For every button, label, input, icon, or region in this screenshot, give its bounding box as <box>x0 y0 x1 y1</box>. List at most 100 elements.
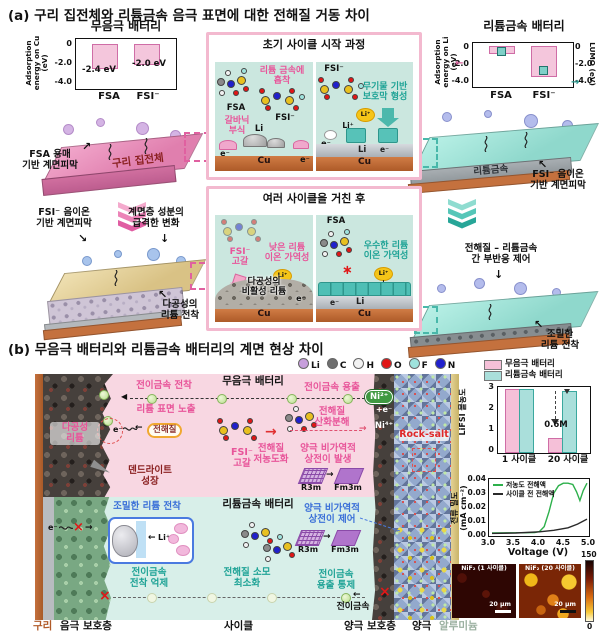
tm-ion <box>287 394 297 404</box>
galvanic-corrosion-label: 갈바닉 부식 <box>224 116 250 137</box>
inset-li-strip <box>136 521 146 558</box>
tm-ion <box>217 394 227 404</box>
cycle-axis-label: 사이클 <box>224 620 253 632</box>
r3m-label: R3m <box>297 545 319 554</box>
ion-bubble <box>114 250 122 258</box>
scalebar <box>495 610 511 613</box>
n-atom-icon <box>434 358 446 369</box>
sei-block <box>378 128 398 143</box>
y-tick: 1 <box>488 424 494 433</box>
x-tick: 4.0 <box>530 538 546 547</box>
blocked-cross-icon: × <box>99 588 111 604</box>
li-metal-swatch <box>484 370 502 381</box>
chart-title: 리튬금속 배터리 <box>483 19 565 33</box>
inorganic-sei-label: 무기물 기반 보호막 형성 <box>362 82 408 103</box>
atom-legend: Li C H O F N <box>298 358 455 371</box>
li-ion-label: Li⁺ <box>342 121 354 130</box>
corrosion-pit <box>293 140 309 149</box>
anode-free-header: 무음극 배터리 <box>222 375 284 387</box>
y-tick: -4.0 <box>451 76 470 85</box>
cu-label: Cu <box>357 309 371 319</box>
nif2-map-1: NiF₂ (1 사이클) 20 μm <box>452 564 516 618</box>
lsv-legend: 저농도 전해액 사이클 전 전해액 <box>493 481 555 498</box>
lifsi-plot: 0.6M <box>497 386 591 454</box>
electron-label: e⁻ <box>330 298 340 307</box>
li-metal-illustration: 리튬금속 <box>407 110 600 204</box>
bar-fsi <box>134 44 160 65</box>
legend-label: 사이클 전 전해액 <box>506 489 555 498</box>
dense-li-row <box>318 282 411 296</box>
inactive-li-mound <box>215 279 313 309</box>
lumo-marker <box>539 66 548 76</box>
lifsi-y-label: LiFSI 몰농도 <box>458 388 467 436</box>
electron-label: e⁻ <box>48 523 58 532</box>
high-reversibility-label: 우수한 리튬 이온 가역성 <box>363 241 409 262</box>
low-reversibility-label: 낮은 리튬 이온 가역성 <box>264 243 310 264</box>
ion-bubble <box>63 124 74 135</box>
plot-area <box>472 42 574 88</box>
y-tick: 0.04 <box>467 474 486 483</box>
dilution-label: 전해질 저농도화 <box>253 443 289 465</box>
cu-substrate: Cu <box>316 309 413 322</box>
fsi-label: FSI⁻ <box>275 113 295 123</box>
arrow-icon: → <box>323 532 331 542</box>
side-reaction-label: 전해질 – 리튬금속 간 부반응 제어 <box>464 243 538 265</box>
ion-bubble <box>484 110 492 118</box>
y-tick: 0.01 <box>467 516 486 525</box>
ion-bubble <box>136 122 149 135</box>
fsa-molecule <box>241 520 275 554</box>
oxidation-label: 전해질 산화분해 <box>314 406 350 428</box>
fsa-molecule <box>285 404 319 438</box>
box-header: 초기 사이클 시작 과정 <box>262 38 366 51</box>
li-metal-layer <box>43 497 54 620</box>
tm-ion <box>147 394 157 404</box>
phase-transition-label: 양극 비가역적 상전이 발생 <box>300 443 356 465</box>
plus-e-label: +e⁻ <box>375 405 393 414</box>
initial-cycle-left-panel: 리튬 금속에 흡착 FSA 갈바닉 부식 FSI⁻ Li Cu e⁻ e⁻ <box>215 62 313 171</box>
bar <box>519 389 534 453</box>
x-category: FSA <box>98 91 120 102</box>
tm-dissolution-label: 전이금속 용출 <box>304 382 360 393</box>
pointer-arrow-icon: ↓ <box>494 268 504 281</box>
electron-label: e⁻ <box>300 155 310 164</box>
fm3m-label: Fm3m <box>334 483 362 492</box>
polymer-chain-icon <box>144 138 148 154</box>
nif2-map-2-title: NiF₂ (20 사이클) <box>525 565 575 572</box>
tm-deposition-label: 전이금속 전착 <box>136 380 192 391</box>
transition-chevrons-left <box>118 202 146 233</box>
tm-ion <box>99 390 109 400</box>
solvation-blob <box>174 523 188 534</box>
arrow-icon: → <box>326 470 334 480</box>
y-tick: -4.0 <box>54 77 73 86</box>
cu-label: Cu <box>257 309 271 319</box>
down-block-arrow-icon <box>382 108 394 118</box>
al-axis-label: 알루미늄 <box>439 620 478 632</box>
anode-free-swatch <box>484 359 502 370</box>
li-ion-star: Li⁺ <box>356 108 375 122</box>
arrow-icon: ← <box>148 533 156 543</box>
cell-diagram: 무음극 배터리 전이금속 전착 전이금속 용출 ◀ Ni²⁺ 리튬 표면 노출 … <box>35 374 459 620</box>
chart-adsorption-cu: 무음극 배터리 Adsorption energy on Cu (eV) -2.… <box>20 19 192 116</box>
lumo-marker <box>497 46 506 56</box>
nif2-map-2: NiF₂ (20 사이클) 20 μm <box>519 564 581 618</box>
blocked-cross-icon: ∗ <box>342 263 353 278</box>
tm-ion <box>341 593 351 603</box>
electron-label: e⁻ <box>113 425 123 434</box>
ion-bubble <box>514 282 527 295</box>
li-label: Li <box>358 145 367 155</box>
nif2-map-1-title: NiF₂ (1 사이클) <box>461 565 507 572</box>
electron-label: e⁻ <box>318 139 334 149</box>
after-cycles-box: 여러 사이클을 거친 후 FSI⁻ 고갈 낮은 리튬 이온 가역성 Li⁺ 다공… <box>206 186 422 331</box>
x-category: FSA <box>490 90 512 101</box>
tm-blocked-line <box>113 597 365 598</box>
arrow-icon: → <box>85 523 93 533</box>
legend-label: 저농도 전해액 <box>506 481 546 489</box>
ion-bubble <box>524 114 538 128</box>
ion-bubble <box>147 248 160 261</box>
li-layer: Li e⁻ <box>316 144 413 157</box>
y-tick: 3 <box>488 382 494 391</box>
fsa-molecule <box>217 68 251 102</box>
ion-bubble <box>96 118 105 127</box>
r3m-label: R3m <box>300 483 322 492</box>
chart-title: 무음극 배터리 <box>90 19 162 33</box>
